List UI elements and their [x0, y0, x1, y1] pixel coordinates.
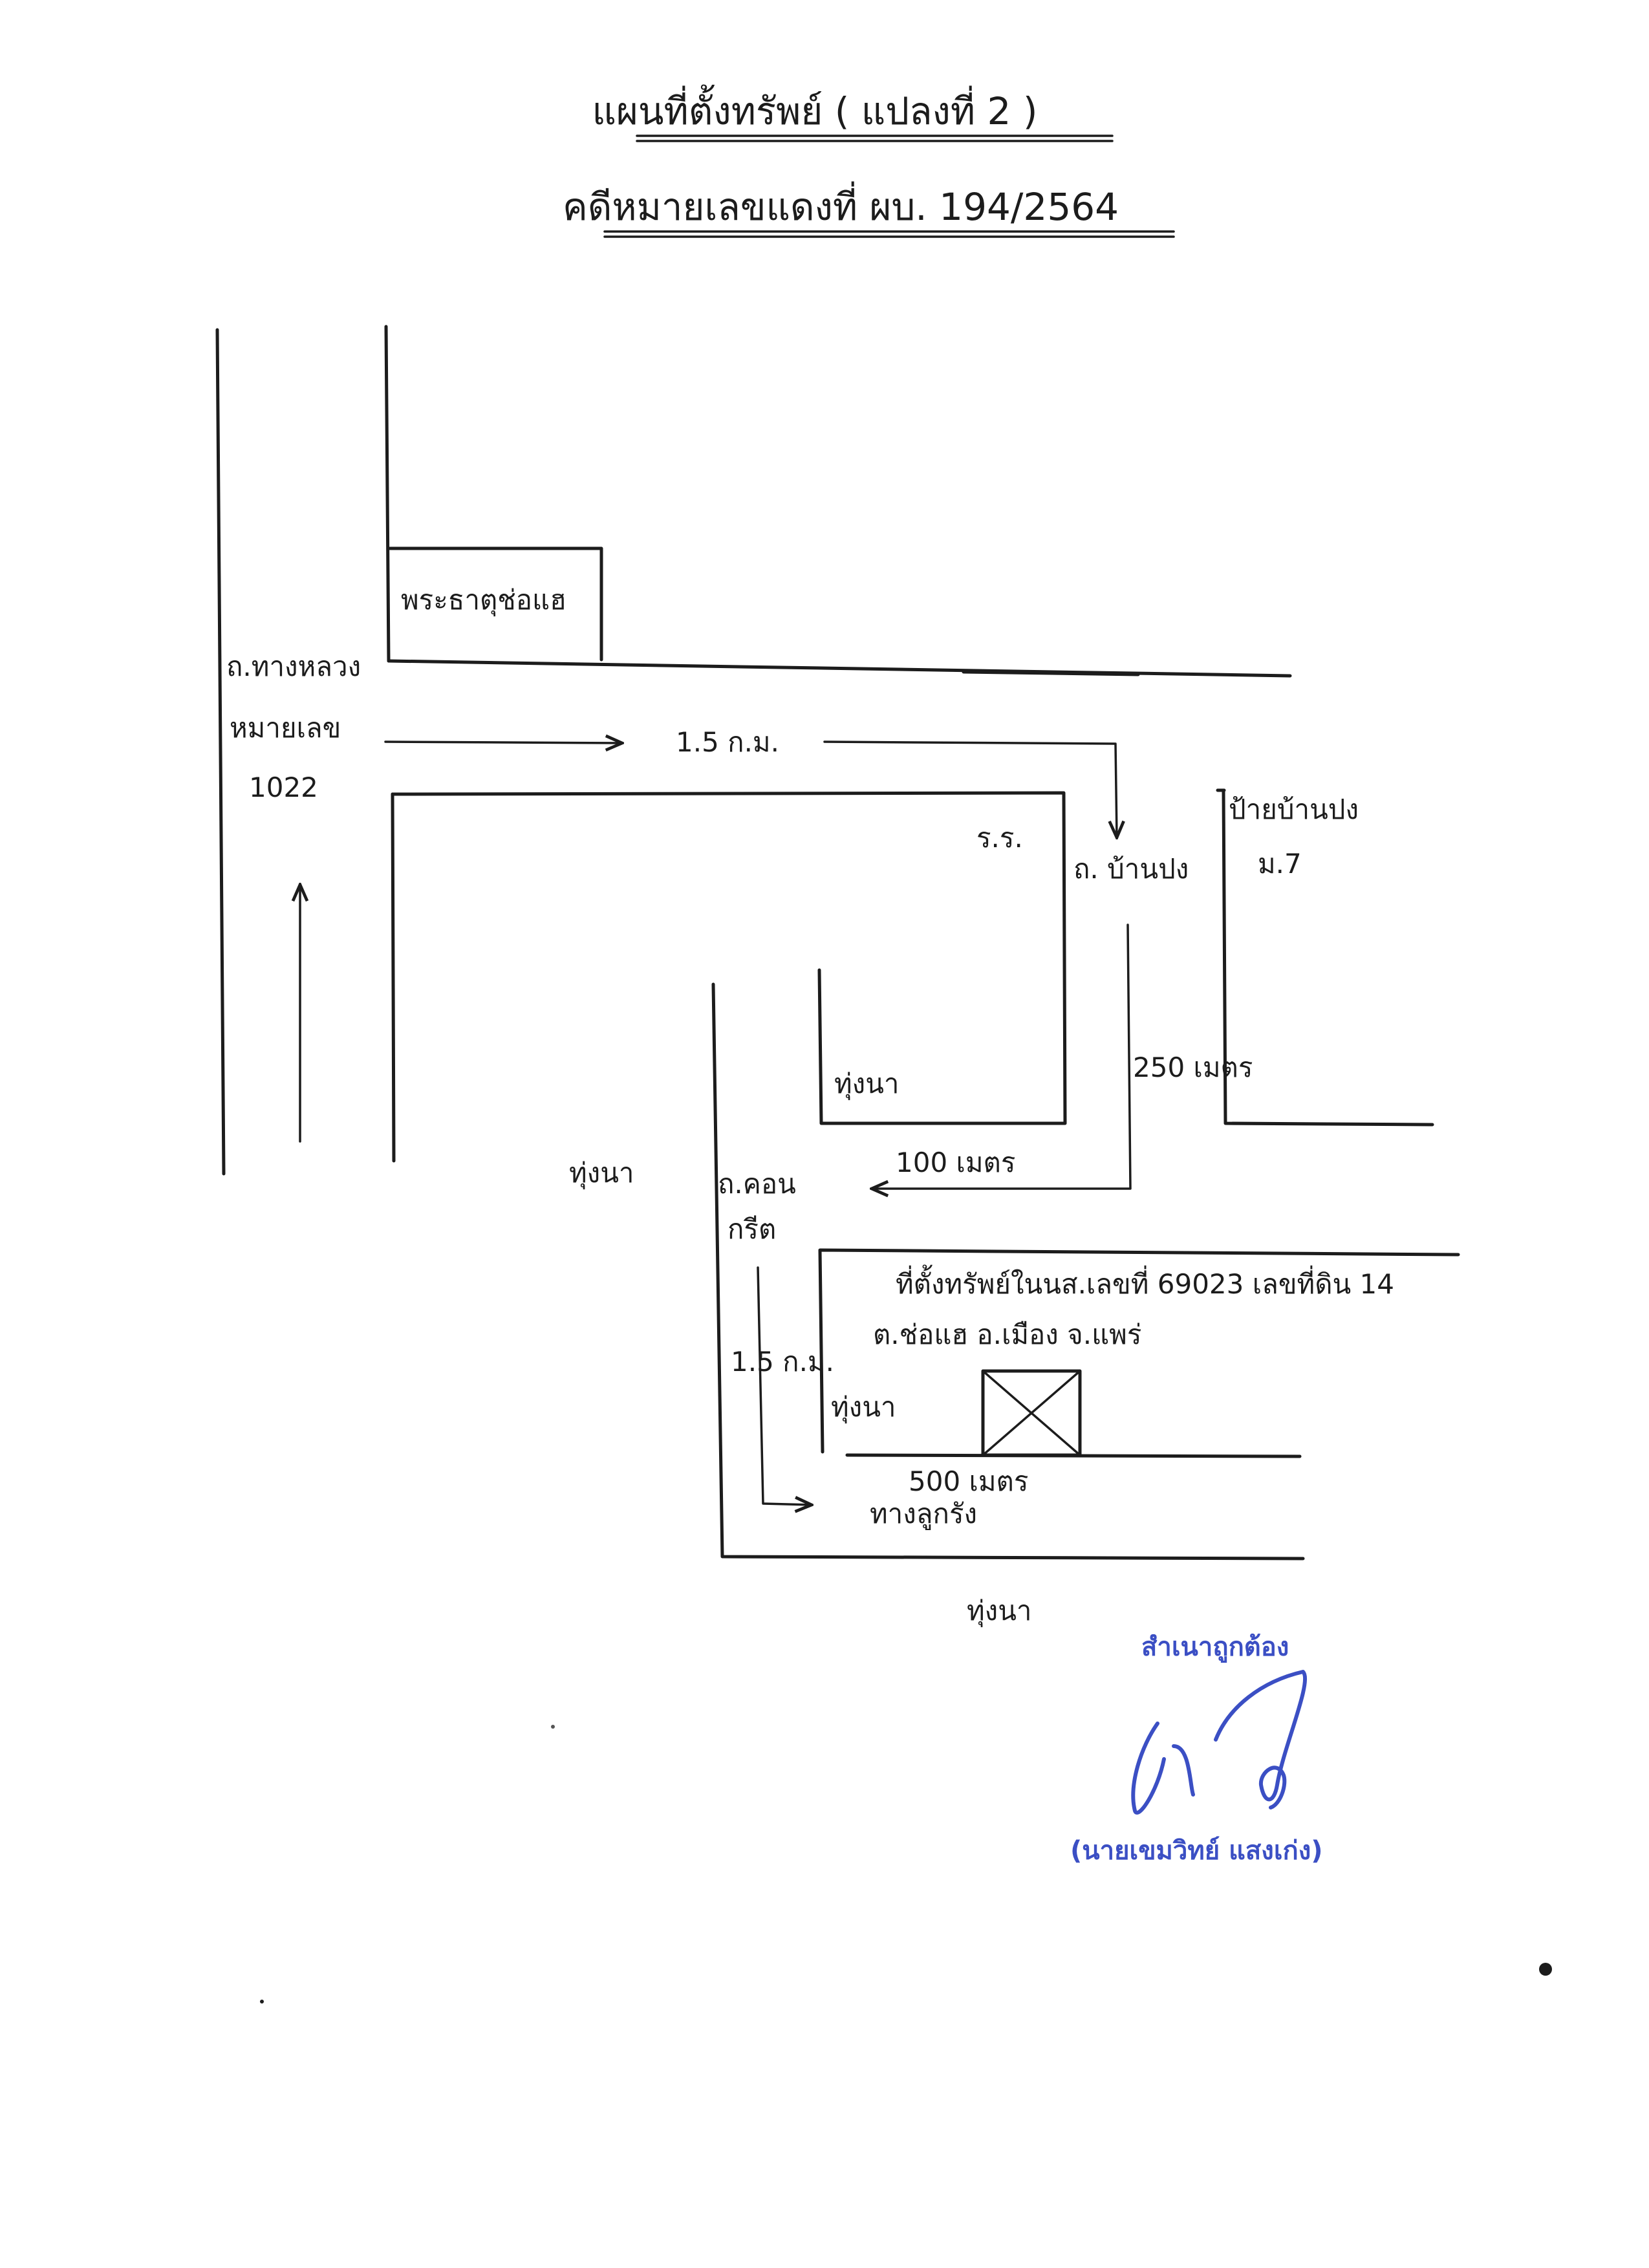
- school-label: ร.ร.: [976, 822, 1023, 854]
- concrete-label-2: กรีต: [727, 1213, 776, 1245]
- arrow-15km-lower: [757, 1266, 812, 1505]
- field-bottom-label: ทุ่งนา: [967, 1595, 1032, 1628]
- highway-label-1: ถ.ทางหลวง: [226, 651, 361, 682]
- temple-box: [388, 546, 603, 662]
- east-road-north-edge: [387, 659, 1292, 678]
- highway-1022-right-edge-upper: [384, 325, 391, 663]
- highway-1022-left-edge: [215, 328, 226, 1176]
- scan-speck: [1539, 1963, 1552, 1976]
- arrow-to-banpong: [823, 740, 1117, 837]
- distance-250m-label: 250 เมตร: [1133, 1052, 1253, 1083]
- distance-top-label: 1.5 ก.ม.: [676, 726, 779, 758]
- sign-label-2: ม.7: [1258, 848, 1302, 880]
- laterite-road-label: ทางลูกรัง: [870, 1498, 977, 1530]
- field-inner-label: ทุ่งนา: [834, 1068, 900, 1101]
- signature: [1131, 1670, 1308, 1815]
- case-number: คดีหมายเลขแดงที่ ผบ. 194/2564: [563, 181, 1119, 229]
- property-label-1: ที่ตั้งทรัพย์ในนส.เลขที่ 69023 เลขที่ดิน…: [896, 1264, 1394, 1300]
- banpong-road-label: ถ. บ้านปง: [1073, 853, 1189, 885]
- property-marker-box: [981, 1369, 1082, 1457]
- concrete-road-outer: [711, 982, 1305, 1561]
- field-left-label: ทุ่งนา: [569, 1157, 634, 1190]
- property-marker-cross-2: [982, 1370, 1081, 1456]
- scan-speck: [260, 2000, 264, 2003]
- map-title: แผนที่ตั้งทรัพย์ ( แปลงที่ 2 ): [592, 85, 1037, 133]
- arrow-100m: [872, 923, 1132, 1189]
- highway-1022-right-edge-lower: [391, 792, 396, 1163]
- east-road-south-edge: [391, 791, 1067, 1125]
- distance-100m-label: 100 เมตร: [896, 1147, 1015, 1178]
- banpong-sign-block: [1216, 788, 1434, 1127]
- highway-label-3: 1022: [249, 772, 318, 803]
- arrow-to-east: [384, 742, 622, 743]
- field-right-label: ทุ่งนา: [831, 1391, 896, 1424]
- concrete-label-1: ถ.คอน: [718, 1168, 796, 1200]
- certified-stamp: สำเนาถูกต้อง: [1141, 1632, 1289, 1663]
- scan-speck: [551, 1725, 555, 1729]
- east-road-north-edge-accent: [962, 670, 1140, 676]
- property-block-outline: [818, 1248, 1460, 1454]
- signatory-name: (นายเขมวิทย์ แสงเก่ง): [1070, 1836, 1323, 1866]
- highway-label-2: หมายเลข: [230, 712, 341, 744]
- distance-15km-lower-label: 1.5 ก.ม.: [731, 1346, 834, 1377]
- distance-500m-label: 500 เมตร: [909, 1465, 1028, 1497]
- sign-label-1: ป้ายบ้านปง: [1229, 794, 1359, 825]
- temple-label: พระธาตุช่อแฮ: [401, 584, 566, 617]
- property-label-2: ต.ช่อแฮ อ.เมือง จ.แพร่: [873, 1319, 1141, 1350]
